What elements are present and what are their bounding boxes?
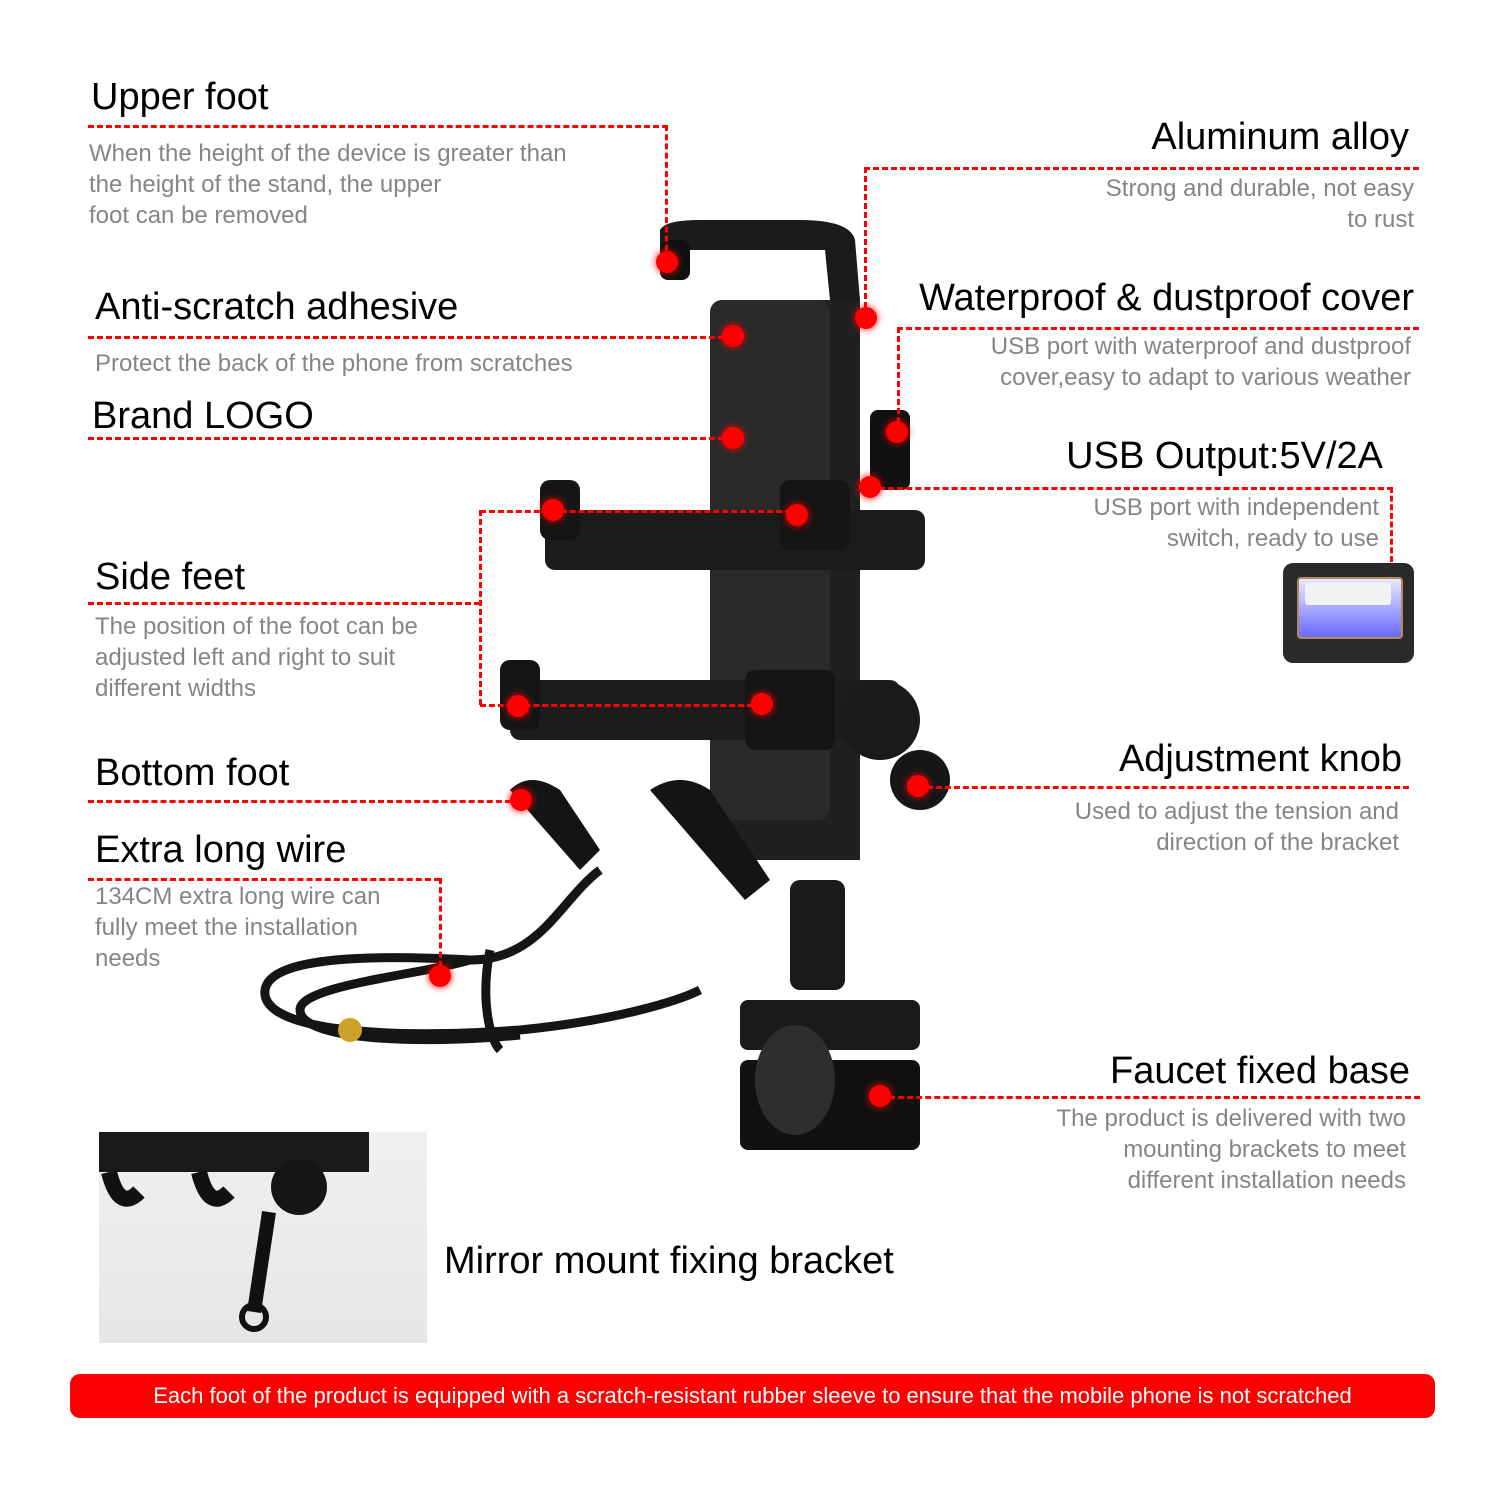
anti-scratch-desc: Protect the back of the phone from scrat… bbox=[95, 350, 573, 377]
hotspot-faucet-base[interactable] bbox=[869, 1085, 891, 1107]
hotspot-bottom-foot[interactable] bbox=[510, 789, 532, 811]
bottom-foot-title: Bottom foot bbox=[95, 752, 290, 794]
anti-scratch-title: Anti-scratch adhesive bbox=[95, 286, 459, 328]
hotspot-aluminum[interactable] bbox=[855, 307, 877, 329]
hotspot-anti-scratch[interactable] bbox=[722, 325, 744, 347]
hotspot-usb-output[interactable] bbox=[859, 476, 881, 498]
usb-port-closeup bbox=[1283, 563, 1414, 663]
feature-banner: Each foot of the product is equipped wit… bbox=[70, 1374, 1435, 1418]
hotspot-wire[interactable] bbox=[429, 965, 451, 987]
cable-icon bbox=[260, 866, 703, 1054]
mirror-mount-title: Mirror mount fixing bracket bbox=[444, 1240, 894, 1282]
hotspot-brand-logo[interactable] bbox=[722, 427, 744, 449]
hotspot-side-foot-3[interactable] bbox=[507, 695, 529, 717]
extra-long-wire-desc: 134CM extra long wire can fully meet the… bbox=[95, 883, 381, 972]
adjustment-knob-title: Adjustment knob bbox=[1118, 738, 1402, 780]
side-feet-desc: The position of the foot can be adjusted… bbox=[95, 613, 418, 702]
hotspot-waterproof[interactable] bbox=[886, 421, 908, 443]
hotspot-side-foot-2[interactable] bbox=[786, 504, 808, 526]
ring-terminal-icon bbox=[338, 1018, 362, 1042]
waterproof-title: Waterproof & dustproof cover bbox=[919, 277, 1414, 319]
hotspot-side-foot-1[interactable] bbox=[542, 499, 564, 521]
upper-foot-title: Upper foot bbox=[91, 76, 269, 118]
hotspot-upper-foot[interactable] bbox=[656, 251, 678, 273]
faucet-base-title: Faucet fixed base bbox=[1110, 1050, 1410, 1092]
aluminum-alloy-desc: Strong and durable, not easy to rust bbox=[1105, 175, 1414, 233]
upper-foot-desc: When the height of the device is greater… bbox=[89, 140, 567, 229]
hotspot-knob[interactable] bbox=[907, 775, 929, 797]
extra-long-wire-title: Extra long wire bbox=[95, 829, 347, 871]
faucet-base-desc: The product is delivered with two mounti… bbox=[1056, 1105, 1407, 1194]
usb-output-desc: USB port with independent switch, ready … bbox=[1093, 494, 1379, 552]
usb-output-title: USB Output:5V/2A bbox=[1066, 435, 1383, 477]
brand-logo-title: Brand LOGO bbox=[92, 395, 314, 437]
mirror-mount-photo bbox=[99, 1132, 427, 1343]
adjustment-knob-desc: Used to adjust the tension and direction… bbox=[1074, 798, 1399, 856]
side-feet-title: Side feet bbox=[95, 556, 245, 598]
waterproof-desc: USB port with waterproof and dustproof c… bbox=[990, 333, 1411, 391]
hotspot-side-foot-4[interactable] bbox=[751, 693, 773, 715]
aluminum-alloy-title: Aluminum alloy bbox=[1151, 116, 1409, 158]
